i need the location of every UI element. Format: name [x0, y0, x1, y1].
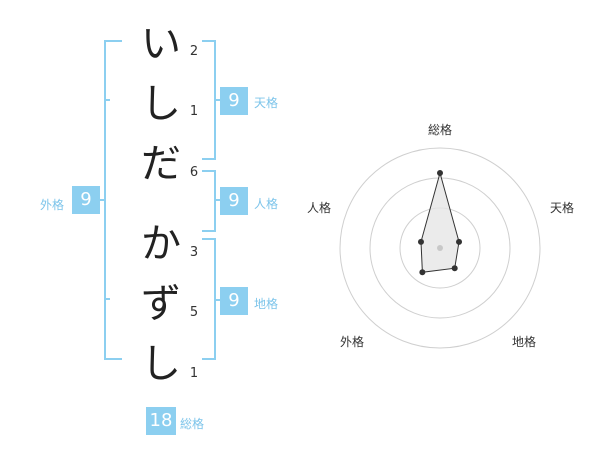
stroke-count-5: 5: [189, 305, 199, 320]
name-char-5: ず: [141, 281, 181, 327]
chikaku-label: 地格: [254, 297, 279, 311]
gaikaku-value: 9: [72, 186, 100, 214]
radar-label-chikaku: 地格: [512, 334, 536, 349]
soukaku-value: 18: [146, 407, 176, 435]
name-char-1: い: [141, 21, 181, 67]
radar-point: [451, 265, 458, 272]
radar-point: [417, 238, 424, 245]
radar-point: [419, 269, 426, 276]
name-char-6: し: [141, 341, 181, 387]
radar-center: [437, 245, 443, 251]
name-char-3: だ: [141, 141, 181, 187]
stroke-count-6: 1: [189, 366, 199, 381]
jinkaku-value: 9: [220, 187, 248, 215]
stroke-count-1: 2: [189, 44, 199, 59]
name-char-4: か: [141, 221, 181, 267]
radar-point: [456, 238, 463, 245]
radar-polygon: [420, 171, 460, 273]
chikaku-value: 9: [220, 287, 248, 315]
name-char-2: し: [141, 81, 181, 127]
stroke-count-3: 6: [189, 165, 199, 180]
radar-label-jinkaku: 人格: [307, 200, 331, 215]
gaikaku-label: 外格: [40, 198, 65, 212]
radar-label-soukaku: 総格: [428, 122, 452, 137]
radar-points: [417, 170, 463, 276]
radar-ring: [339, 147, 541, 349]
jinkaku-label: 人格: [254, 197, 279, 211]
tenkaku-label: 天格: [254, 96, 279, 110]
tenkaku-value: 9: [220, 87, 248, 115]
soukaku-label: 総格: [180, 417, 205, 431]
radar-label-tenkaku: 天格: [550, 200, 574, 215]
radar-label-gaikaku: 外格: [340, 334, 364, 349]
radar-point: [437, 170, 443, 176]
stroke-count-4: 3: [189, 245, 199, 260]
stroke-count-2: 1: [189, 104, 199, 119]
